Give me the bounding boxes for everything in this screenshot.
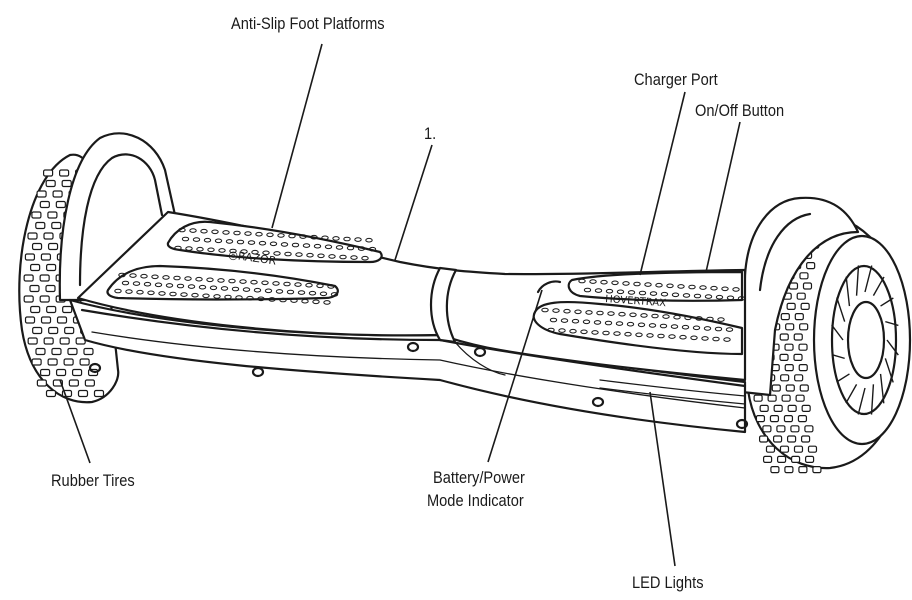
label-rubber-tires: Rubber Tires — [51, 471, 135, 490]
left-fender — [58, 132, 177, 302]
label-on-off-button: On/Off Button — [695, 101, 785, 120]
leader-battery — [487, 289, 543, 463]
svg-text:HOVERTRAX: HOVERTRAX — [605, 294, 667, 309]
label-step-number: 1. — [424, 124, 437, 143]
left-foot-pads: ◎RAZOR — [106, 220, 383, 305]
label-charger-port: Charger Port — [634, 70, 718, 89]
leader-foot-platforms — [271, 43, 323, 229]
leader-led-lights — [649, 391, 676, 567]
label-battery-line1: Battery/Power — [433, 468, 525, 487]
label-led-lights: LED Lights — [632, 573, 704, 592]
right-foot-pads: HOVERTRAX — [532, 270, 746, 356]
leader-charger-port — [639, 91, 686, 276]
label-battery-line2: Mode Indicator — [427, 491, 524, 510]
leader-step-number — [394, 144, 433, 261]
label-foot-platforms: Anti-Slip Foot Platforms — [231, 14, 385, 33]
leader-rubber-tires — [59, 379, 91, 464]
right-fender — [740, 196, 860, 397]
leader-on-off — [705, 121, 741, 273]
battery-indicator-icon — [536, 280, 562, 294]
